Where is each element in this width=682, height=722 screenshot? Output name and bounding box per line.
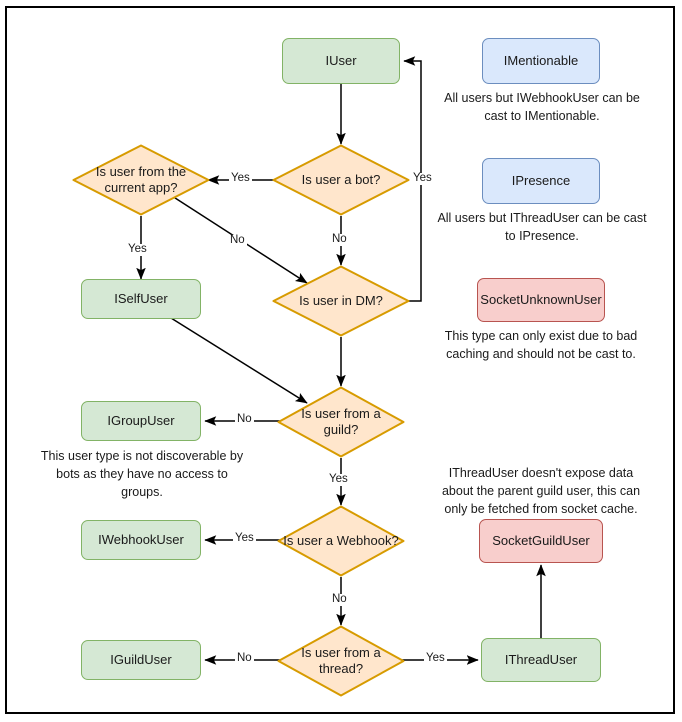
edge-label-dm-yes: Yes — [411, 172, 434, 185]
edge-label-webhook-yes: Yes — [233, 532, 256, 545]
node-is-user-a-webhook-label: Is user a Webhook? — [283, 532, 399, 548]
node-is-user-a-bot-label: Is user a bot? — [301, 171, 381, 187]
node-iuser-label: IUser — [325, 52, 357, 68]
node-is-user-a-bot[interactable]: Is user a bot? — [272, 144, 410, 216]
node-socketunknownuser[interactable]: SocketUnknownUser — [477, 278, 605, 322]
node-is-user-from-guild-label: Is user from a guild? — [301, 405, 381, 437]
node-is-user-from-current-app[interactable]: Is user from the current app? — [72, 144, 210, 216]
edge-label-thread-yes: Yes — [424, 652, 447, 665]
node-ipresence[interactable]: IPresence — [482, 158, 600, 204]
node-iselfuser-label: ISelfUser — [114, 290, 168, 306]
node-iuser[interactable]: IUser — [282, 38, 400, 84]
node-iguilduser[interactable]: IGuildUser — [81, 640, 201, 680]
note-ipresence: All users but IThreadUser can be cast to… — [437, 211, 647, 243]
node-igroupuser-label: IGroupUser — [107, 412, 175, 428]
diamond-shape — [272, 265, 410, 337]
note-igroupuser: This user type is not discoverable by bo… — [40, 449, 244, 499]
node-iwebhookuser[interactable]: IWebhookUser — [81, 520, 201, 560]
node-is-user-in-dm[interactable]: Is user in DM? — [272, 265, 410, 337]
edge-label-bot-no: No — [330, 233, 349, 246]
node-is-user-a-webhook[interactable]: Is user a Webhook? — [277, 505, 405, 577]
diamond-shape — [277, 625, 405, 697]
node-is-user-from-current-app-label: Is user from the current app? — [95, 163, 187, 195]
node-ithreaduser[interactable]: IThreadUser — [481, 638, 601, 682]
edge-label-guild-yes: Yes — [327, 473, 350, 486]
node-ipresence-label: IPresence — [511, 172, 571, 188]
diamond-shape — [272, 144, 410, 216]
edge-label-thread-no: No — [235, 652, 254, 665]
edge-label-currentapp-yes: Yes — [126, 243, 149, 256]
node-igroupuser[interactable]: IGroupUser — [81, 401, 201, 441]
node-iguilduser-label: IGuildUser — [110, 651, 172, 667]
node-socketguilduser[interactable]: SocketGuildUser — [479, 519, 603, 563]
note-imentionable: All users but IWebhookUser can be cast t… — [444, 91, 640, 123]
diamond-shape — [277, 505, 405, 577]
node-imentionable[interactable]: IMentionable — [482, 38, 600, 84]
diamond-shape — [277, 386, 405, 458]
node-is-user-in-dm-label: Is user in DM? — [299, 292, 383, 308]
node-iwebhookuser-label: IWebhookUser — [98, 531, 184, 547]
node-is-user-from-thread-label: Is user from a thread? — [301, 644, 381, 676]
diamond-shape — [72, 144, 210, 216]
node-socketguilduser-label: SocketGuildUser — [492, 532, 590, 548]
node-socketunknownuser-label: SocketUnknownUser — [480, 291, 602, 307]
node-ithreaduser-label: IThreadUser — [504, 651, 578, 667]
edge-label-currentapp-no: No — [228, 234, 247, 247]
edge-label-guild-no: No — [235, 413, 254, 426]
node-imentionable-label: IMentionable — [503, 52, 579, 68]
node-iselfuser[interactable]: ISelfUser — [81, 279, 201, 319]
note-ithreaduser: IThreadUser doesn't expose data about th… — [441, 466, 641, 516]
node-is-user-from-thread[interactable]: Is user from a thread? — [277, 625, 405, 697]
node-is-user-from-guild[interactable]: Is user from a guild? — [277, 386, 405, 458]
note-socketunknownuser: This type can only exist due to bad cach… — [444, 329, 638, 361]
edge-label-webhook-no: No — [330, 593, 349, 606]
edge-label-bot-yes: Yes — [229, 172, 252, 185]
